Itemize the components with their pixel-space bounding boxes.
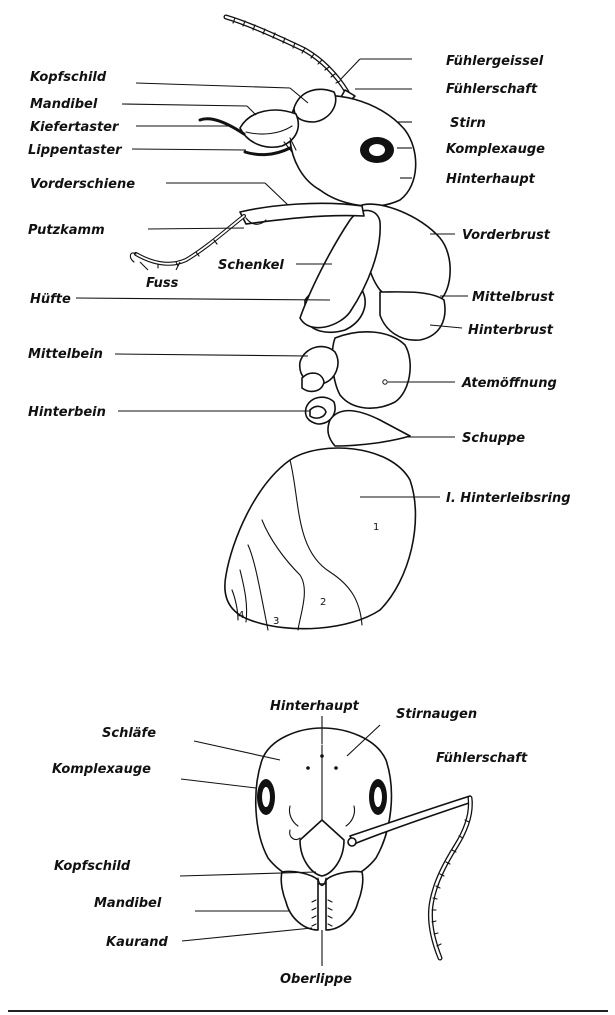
ocellus-3	[334, 766, 338, 770]
spiracle	[382, 379, 388, 385]
front-label-stirnaugen: Stirnaugen	[396, 707, 477, 722]
label-hinterleibsring: I. Hinterleibsring	[446, 491, 571, 506]
bottom-rule	[8, 1010, 608, 1012]
label-hinterbein: Hinterbein	[28, 405, 106, 420]
mesonotum	[379, 291, 446, 341]
front-mandible-right	[325, 870, 364, 931]
label-schuppe: Schuppe	[462, 431, 525, 446]
ant-front-view	[255, 727, 473, 961]
fore-tibia	[239, 202, 365, 225]
label-mittelbrust: Mittelbrust	[472, 290, 555, 305]
label-fuss: Fuss	[146, 276, 179, 291]
label-vorderschiene: Vorderschiene	[30, 177, 135, 192]
front-label-mandibel: Mandibel	[94, 896, 162, 911]
label-mandibel: Mandibel	[30, 97, 98, 112]
labial-palp	[243, 146, 292, 157]
front-label-oberlippe: Oberlippe	[280, 972, 352, 987]
antenna-flagellum	[223, 14, 350, 95]
side-leader-lines	[75, 58, 468, 498]
front-mandible-left	[280, 870, 319, 931]
front-clypeus	[299, 819, 345, 877]
segment-number-2: 2	[320, 597, 326, 608]
label-schenkel: Schenkel	[218, 258, 284, 273]
label-atemoeffnung: Atemöffnung	[461, 376, 557, 391]
label-kiefertaster: Kiefertaster	[30, 120, 120, 135]
front-label-hinterhaupt: Hinterhaupt	[270, 699, 360, 714]
front-label-fuehlerschaft: Fühlerschaft	[436, 751, 528, 766]
clypeus	[293, 88, 337, 123]
front-antenna-funiculus	[427, 795, 473, 961]
front-label-komplexauge: Komplexauge	[52, 762, 151, 777]
front-label-kopfschild: Kopfschild	[54, 859, 131, 874]
label-lippentaster: Lippentaster	[28, 143, 123, 158]
labrum	[317, 877, 327, 887]
ant-side-view	[129, 14, 451, 631]
label-fuehlergeissel: Fühlergeissel	[446, 54, 544, 69]
strigil	[245, 217, 267, 225]
petiole-scale	[327, 409, 411, 447]
front-label-schlaefe: Schläfe	[102, 726, 156, 741]
segment-number-4: 4	[238, 610, 244, 621]
label-komplexauge: Komplexauge	[446, 142, 545, 157]
label-stirn: Stirn	[450, 116, 486, 131]
segment-number-3: 3	[273, 616, 279, 627]
label-hinterhaupt: Hinterhaupt	[446, 172, 536, 187]
front-leader-lines	[179, 716, 381, 966]
segment-number-1: 1	[373, 522, 379, 533]
propodeum	[331, 331, 411, 409]
label-mittelbein: Mittelbein	[28, 347, 103, 362]
front-label-kaurand: Kaurand	[106, 935, 169, 950]
mandible	[239, 109, 300, 148]
ocellus-2	[306, 766, 310, 770]
fore-femur	[299, 209, 381, 329]
label-hinterbrust: Hinterbrust	[468, 323, 554, 338]
label-putzkamm: Putzkamm	[28, 223, 105, 238]
label-kopfschild: Kopfschild	[30, 70, 107, 85]
maxillary-palp	[198, 117, 246, 136]
gaster	[224, 447, 417, 630]
label-fuehlerschaft: Fühlerschaft	[446, 82, 538, 97]
label-huefte: Hüfte	[30, 292, 71, 307]
label-vorderbrust: Vorderbrust	[462, 228, 551, 243]
